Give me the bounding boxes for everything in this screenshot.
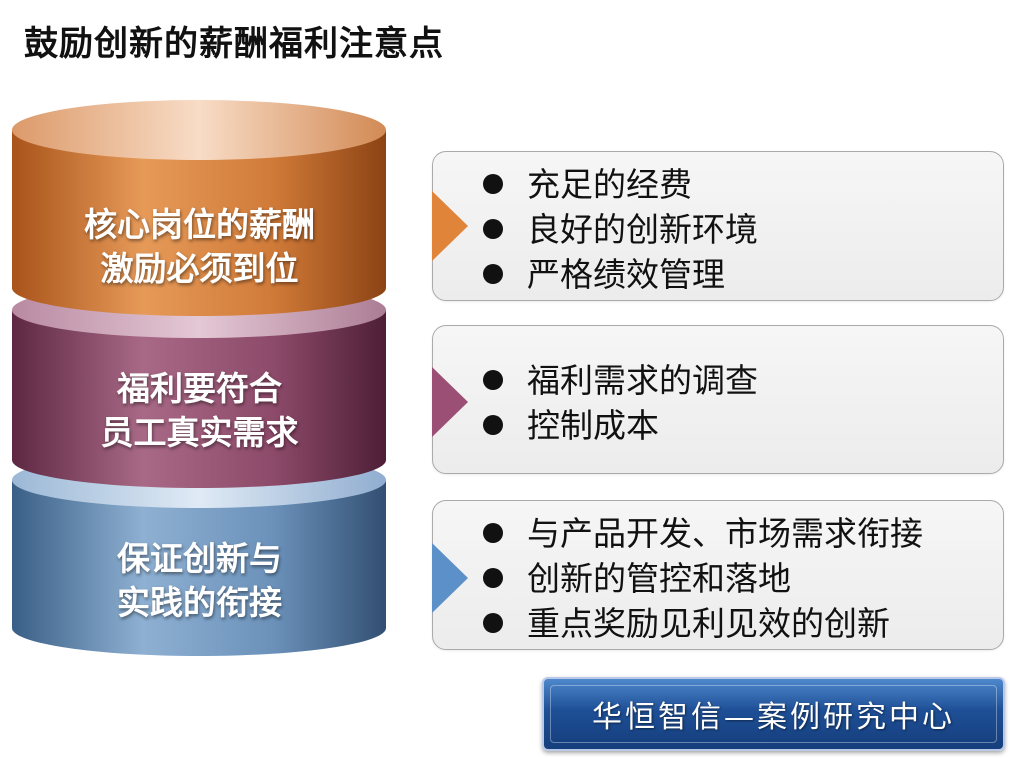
bullet-dot-icon xyxy=(483,264,503,284)
cylinder-label-3: 保证创新与 实践的衔接 xyxy=(12,537,387,625)
list-item-text: 与产品开发、市场需求衔接 xyxy=(527,514,923,553)
list-item: 福利需求的调查 xyxy=(483,358,758,403)
blue-pointer-arrow-icon xyxy=(432,543,468,613)
cylinder-label-1: 核心岗位的薪酬 激励必须到位 xyxy=(12,203,387,291)
cylinder-label-2-line2: 员工真实需求 xyxy=(100,413,299,452)
list-item-text: 充足的经费 xyxy=(527,165,692,204)
bullet-box-1: 充足的经费 良好的创新环境 严格绩效管理 xyxy=(432,151,1004,301)
list-item: 良好的创新环境 xyxy=(483,207,758,252)
bullet-list-2: 福利需求的调查 控制成本 xyxy=(483,358,758,448)
bullet-dot-icon xyxy=(483,415,503,435)
cylinder-orange xyxy=(12,100,386,316)
orange-pointer-arrow-icon xyxy=(432,191,468,261)
page-title: 鼓励创新的薪酬福利注意点 xyxy=(24,24,444,64)
logo-inner-frame xyxy=(550,685,997,743)
research-center-logo: 华恒智信—案例研究中心 xyxy=(542,677,1005,751)
list-item-text: 控制成本 xyxy=(527,406,659,445)
cylinder-label-1-line1: 核心岗位的薪酬 xyxy=(84,205,315,244)
list-item-text: 重点奖励见利见效的创新 xyxy=(527,604,890,643)
list-item: 充足的经费 xyxy=(483,162,758,207)
cylinder-label-3-line1: 保证创新与 xyxy=(117,539,282,578)
cylinder-stack-graphic xyxy=(12,100,386,656)
bullet-dot-icon xyxy=(483,523,503,543)
list-item: 与产品开发、市场需求衔接 xyxy=(483,511,923,556)
list-item-text: 严格绩效管理 xyxy=(527,255,725,294)
list-item: 重点奖励见利见效的创新 xyxy=(483,601,923,646)
bullet-box-3: 与产品开发、市场需求衔接 创新的管控和落地 重点奖励见利见效的创新 xyxy=(432,500,1004,650)
list-item-text: 福利需求的调查 xyxy=(527,361,758,400)
list-item-text: 良好的创新环境 xyxy=(527,210,758,249)
cylinder-stack: 核心岗位的薪酬 激励必须到位 福利要符合 员工真实需求 保证创新与 实践的衔接 xyxy=(0,0,420,758)
list-item: 创新的管控和落地 xyxy=(483,556,923,601)
purple-pointer-arrow-icon xyxy=(432,367,468,437)
bullet-dot-icon xyxy=(483,219,503,239)
bullet-dot-icon xyxy=(483,613,503,633)
cylinder-label-2: 福利要符合 员工真实需求 xyxy=(12,367,387,455)
cylinder-label-1-line2: 激励必须到位 xyxy=(100,249,299,288)
bullet-dot-icon xyxy=(483,370,503,390)
bullet-box-2: 福利需求的调查 控制成本 xyxy=(432,325,1004,474)
list-item: 控制成本 xyxy=(483,403,758,448)
bullet-list-3: 与产品开发、市场需求衔接 创新的管控和落地 重点奖励见利见效的创新 xyxy=(483,511,923,646)
bullet-dot-icon xyxy=(483,174,503,194)
bullet-list-1: 充足的经费 良好的创新环境 严格绩效管理 xyxy=(483,162,758,297)
bullet-dot-icon xyxy=(483,568,503,588)
logo-text: 华恒智信—案例研究中心 xyxy=(592,700,955,735)
cylinder-label-3-line2: 实践的衔接 xyxy=(117,583,282,622)
list-item: 严格绩效管理 xyxy=(483,252,758,297)
list-item-text: 创新的管控和落地 xyxy=(527,559,791,598)
cylinder-label-2-line1: 福利要符合 xyxy=(117,369,282,408)
